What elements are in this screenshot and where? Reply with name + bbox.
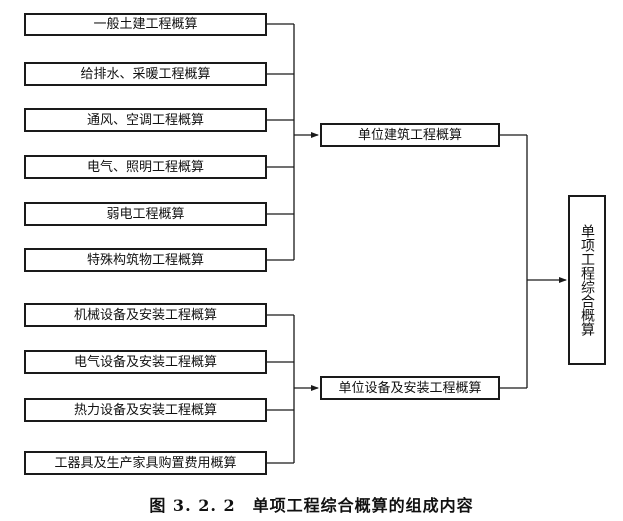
unit-building-works-box: 单位建筑工程概算 [320,123,500,147]
item-tools-furniture: 工器具及生产家具购置费用概算 [24,451,267,475]
item-civil-works: 一般土建工程概算 [24,13,267,36]
item-electrical-lighting: 电气、照明工程概算 [24,155,267,179]
item-ventilation-ac: 通风、空调工程概算 [24,108,267,132]
item-thermal-equipment: 热力设备及安装工程概算 [24,398,267,422]
project-total-estimate-box: 单项工程综合概算 [568,195,606,365]
project-total-estimate-label: 单项工程综合概算 [579,224,595,336]
item-mechanical-equipment: 机械设备及安装工程概算 [24,303,267,327]
unit-equipment-install-box: 单位设备及安装工程概算 [320,376,500,400]
item-plumbing-heating: 给排水、采暖工程概算 [24,62,267,86]
item-low-voltage: 弱电工程概算 [24,202,267,226]
item-special-structures: 特殊构筑物工程概算 [24,248,267,272]
figure-caption: 图 3. 2. 2 单项工程综合概算的组成内容 [149,496,474,515]
item-electrical-equipment: 电气设备及安装工程概算 [24,350,267,374]
